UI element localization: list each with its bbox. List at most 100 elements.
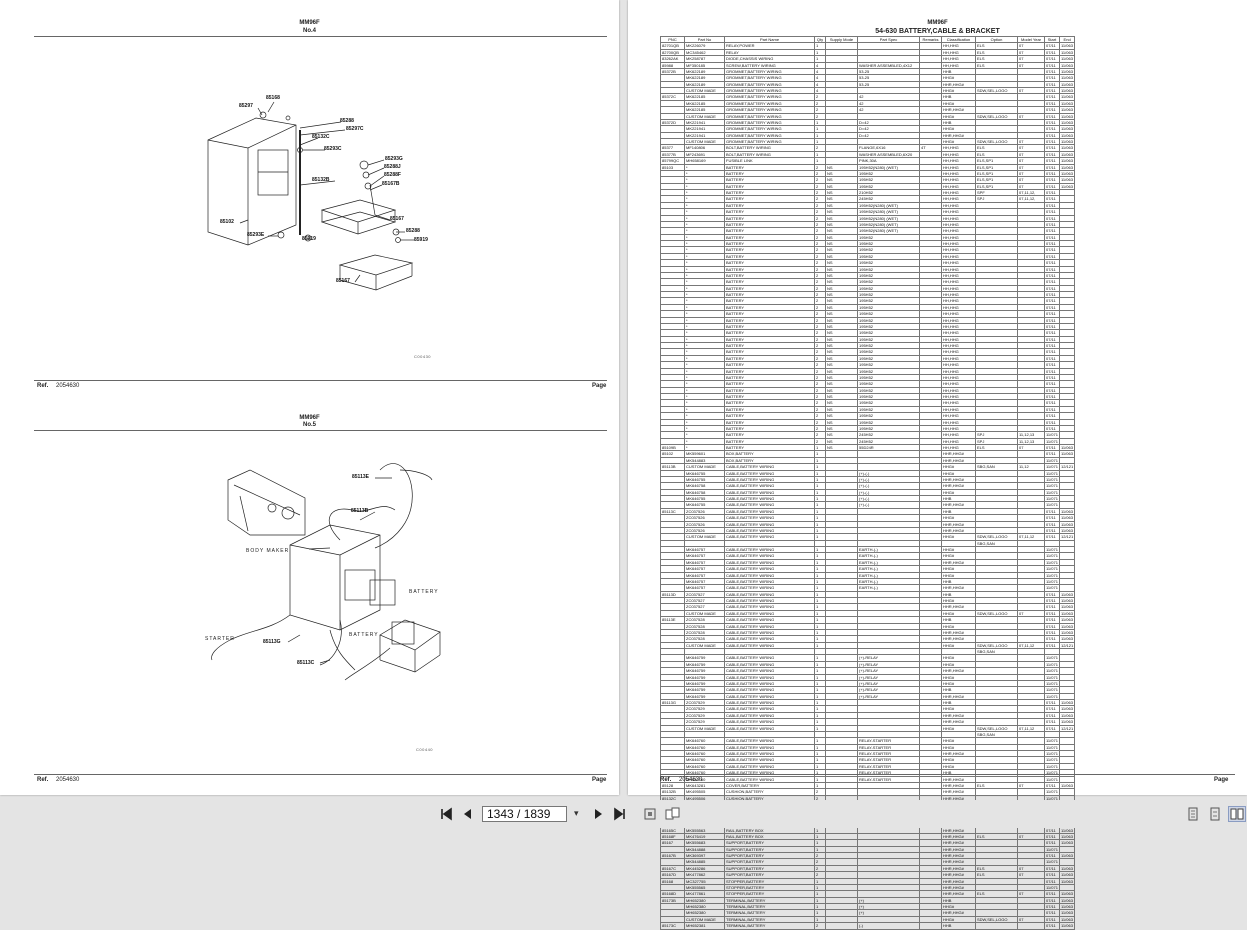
table-cell: 11/071 — [1044, 769, 1060, 777]
table-cell: 11/063 — [1058, 99, 1076, 108]
two-page-icon[interactable] — [664, 806, 682, 822]
table-cell: 11/063 — [1058, 864, 1076, 873]
last-page-icon[interactable] — [612, 806, 628, 822]
callout-85288F: 85288F — [384, 172, 401, 178]
table-cell: 11/063 — [1058, 890, 1076, 898]
next-page-icon[interactable] — [592, 806, 606, 822]
table-cell: 11/071 — [1044, 692, 1060, 701]
table-cell: WASHER ASSEMBLED,4X12 — [857, 61, 920, 69]
label-starter: STARTER — [205, 636, 235, 642]
table-cell — [975, 922, 1018, 930]
table-cell: 11/063 — [1058, 443, 1076, 452]
table-cell: 11/063 — [1058, 590, 1076, 599]
table-cell: 11/063 — [1058, 106, 1076, 114]
table-cell: 11/063 — [1058, 915, 1076, 924]
table-cell: HHB — [941, 922, 976, 930]
callout-85297C: 85297C — [346, 126, 364, 132]
figure5-page-label: Page — [592, 777, 607, 783]
callout-85168: 85168 — [266, 95, 280, 101]
table-cell: 11/063 — [1058, 909, 1076, 917]
table-cell: 11/063 — [1058, 80, 1076, 89]
parts-list-ref-value: 2054630 — [679, 777, 703, 783]
table-cell: 11/063 — [1058, 507, 1076, 516]
table-cell: 11/071 — [1044, 501, 1060, 509]
table-cell: 11/071 — [1044, 673, 1060, 681]
label-battery-1: BATTERY — [409, 589, 439, 595]
callout-85113G: 85113G — [263, 639, 281, 645]
table-cell: 11/071 — [1044, 552, 1060, 560]
callout-85132B: 85132B — [312, 177, 330, 183]
table-cell: 2 — [814, 922, 826, 930]
figure4-model: MM96F — [299, 20, 320, 26]
fit-page-icon[interactable] — [642, 806, 658, 822]
table-cell: 11/071 — [1044, 469, 1060, 477]
table-cell: 11/071 — [1044, 858, 1060, 866]
figure5-ref-label: Ref. — [37, 777, 49, 783]
table-cell: 11/063 — [1058, 711, 1076, 720]
left-page: MM96F No.4 — [0, 0, 619, 795]
callout-85293E: 85293E — [247, 232, 265, 238]
table-cell: 11/063 — [1058, 61, 1076, 69]
callout-85113E: 85113E — [352, 474, 369, 480]
table-cell: 11/071 — [1044, 743, 1060, 752]
table-cell: 11/063 — [1058, 877, 1076, 885]
first-page-icon[interactable] — [438, 806, 454, 822]
column-header: Model Year — [1017, 35, 1045, 44]
callout-85293C: 85293C — [324, 146, 342, 152]
table-cell: 12/121 — [1058, 724, 1076, 732]
table-cell: 11/071 — [1044, 775, 1060, 783]
table-cell: 11/071 — [1044, 737, 1060, 745]
table-cell: 11/071 — [1044, 571, 1060, 579]
table-cell: 11/063 — [1058, 705, 1076, 713]
table-cell: 11/071 — [1044, 788, 1060, 796]
callout-85919b: 85919 — [302, 236, 316, 242]
callout-85132C: 85132C — [312, 134, 330, 140]
prev-page-icon[interactable] — [460, 806, 474, 822]
table-cell: 07/11 — [1044, 922, 1060, 930]
page-number-input[interactable]: 1343 / 1839 — [482, 806, 567, 822]
table-cell: 11/063 — [1058, 67, 1076, 76]
callout-85167B: 85167B — [382, 181, 400, 187]
figure5-number: No.5 — [302, 422, 316, 428]
chevron-down-icon[interactable]: ▾ — [574, 808, 579, 818]
table-cell: 11/063 — [1058, 150, 1076, 159]
label-body-maker: BODY MAKER — [246, 548, 290, 554]
callout-85288: 85288 — [340, 118, 354, 124]
figure5-code: C00440 — [416, 747, 434, 752]
callout-85293G: 85293G — [385, 156, 403, 162]
table-cell: 11/063 — [1058, 55, 1076, 63]
callout-85167b: 85167 — [336, 278, 350, 284]
figure4-code: C00430 — [414, 354, 432, 359]
single-view-icon[interactable] — [1186, 806, 1200, 822]
callout-85167: 85167 — [390, 216, 404, 222]
table-cell: 11/063 — [1058, 616, 1076, 624]
figure5-top-rule — [34, 430, 607, 431]
figure5-bottom-rule — [34, 774, 607, 775]
continuous-view-icon[interactable] — [1208, 806, 1222, 822]
table-cell: 11/063 — [1058, 609, 1076, 618]
table-cell: 11/071 — [1044, 660, 1060, 669]
facing-view-icon[interactable] — [1228, 806, 1246, 822]
table-cell: 11/063 — [1058, 628, 1076, 637]
table-cell: 11/063 — [1058, 514, 1076, 522]
right-page: MM96F 54-630 BATTERY,CABLE & BRACKET PNC… — [628, 0, 1247, 930]
